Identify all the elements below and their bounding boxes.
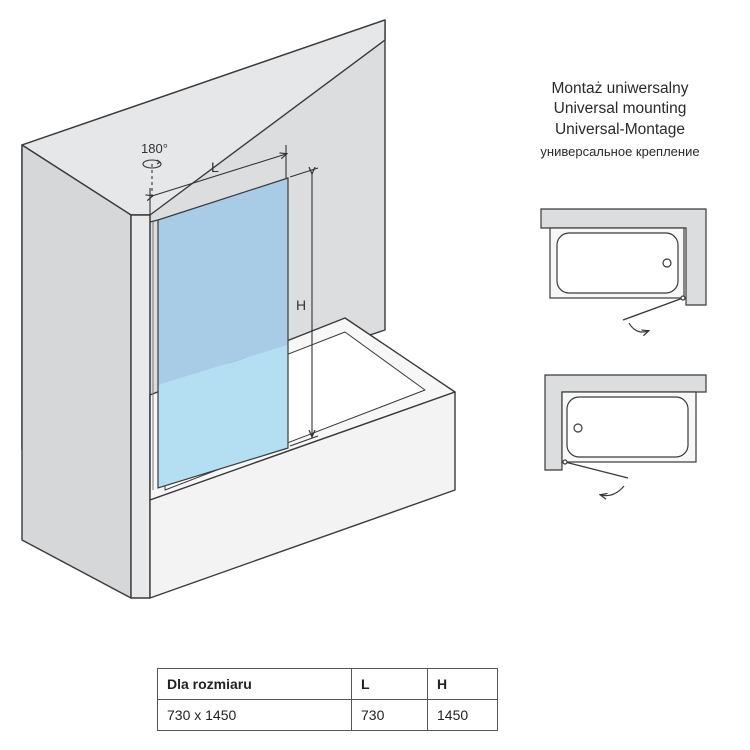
side-wall-end	[130, 214, 151, 599]
diagram-labels: 180° L H	[141, 141, 306, 313]
bathtub-front	[149, 391, 456, 599]
width-dimension-line	[152, 154, 286, 196]
mounting-caption-pl: Montaż uniwersalny	[551, 80, 689, 97]
cell-size: 730 x 1450	[157, 699, 352, 731]
table-header-row: Dla rozmiaru L H	[157, 668, 498, 700]
glass-lower	[158, 345, 288, 488]
header-h: H	[427, 668, 498, 700]
mounting-caption-ru: универсальное крепление	[540, 144, 700, 159]
cell-h: 1450	[427, 699, 498, 731]
table-row: 730 x 1450 730 1450	[157, 699, 498, 731]
mounting-caption-de: Universal-Montage	[554, 121, 686, 138]
plan-view-1	[540, 208, 707, 332]
height-label: H	[296, 297, 306, 313]
side-wall-front	[21, 144, 132, 599]
glass-upper	[158, 178, 288, 385]
header-l: L	[351, 668, 428, 700]
mounting-caption-en: Universal mounting	[553, 100, 687, 117]
cell-l: 730	[351, 699, 428, 731]
rotation-icon	[142, 159, 162, 169]
plan-view-2	[544, 374, 707, 496]
dimension-lines	[142, 145, 319, 447]
rotation-label: 180°	[141, 141, 168, 156]
size-table: Dla rozmiaru L H 730 x 1450 730 1450	[157, 668, 498, 731]
width-label: L	[211, 159, 219, 175]
glass-panel	[149, 177, 289, 492]
header-size: Dla rozmiaru	[157, 668, 352, 700]
